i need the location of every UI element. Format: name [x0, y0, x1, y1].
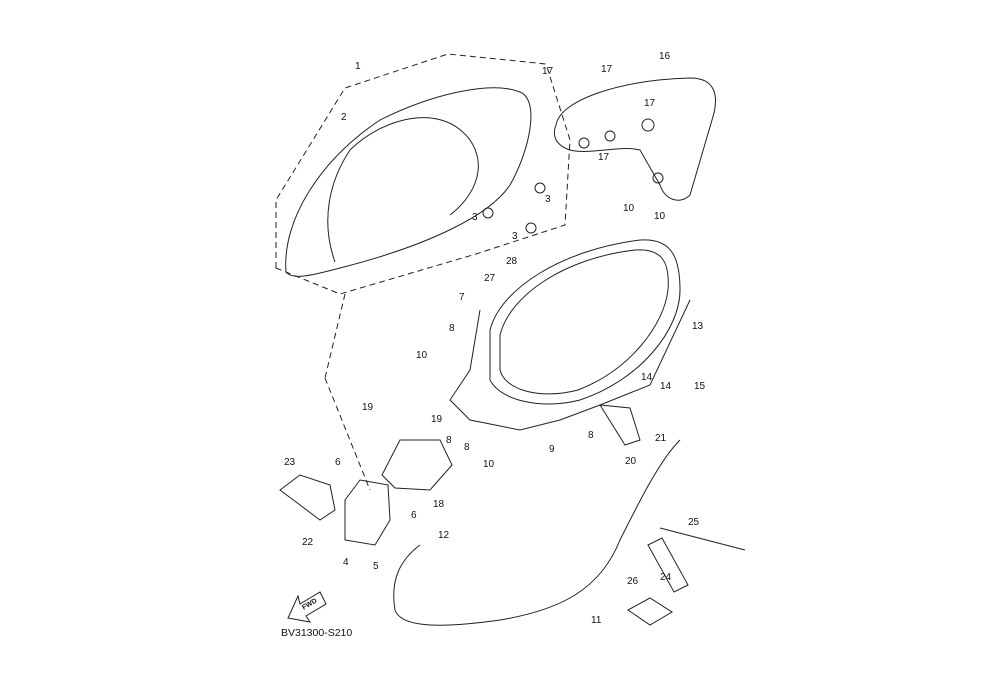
callout-8: 8 — [588, 430, 594, 441]
fwd-arrow-icon — [287, 591, 327, 623]
callout-2: 2 — [341, 112, 347, 123]
callout-14: 14 — [641, 372, 653, 383]
callout-6: 6 — [335, 457, 341, 468]
callout-19: 19 — [362, 402, 374, 413]
callout-20: 20 — [625, 456, 637, 467]
callout-4: 4 — [343, 557, 349, 568]
bolt-3 — [525, 222, 537, 234]
storage-box — [489, 239, 681, 405]
tool-handle — [659, 527, 746, 551]
callout-8: 8 — [449, 323, 455, 334]
bolt-17 — [604, 130, 616, 142]
seat-assembly-boundary — [275, 53, 571, 295]
seat-seam — [327, 117, 479, 263]
callout-3: 3 — [472, 212, 478, 223]
callout-26: 26 — [627, 576, 639, 587]
callout-27: 27 — [484, 273, 496, 284]
callout-28: 28 — [506, 256, 518, 267]
callout-15: 15 — [694, 381, 706, 392]
callout-13: 13 — [692, 321, 704, 332]
bolt-17 — [652, 172, 664, 184]
plate — [599, 404, 641, 446]
callout-17: 17 — [598, 152, 610, 163]
callout-17: 17 — [644, 98, 656, 109]
bolt-3 — [482, 207, 494, 219]
callout-8: 8 — [446, 435, 452, 446]
leader — [324, 377, 371, 491]
spark-plug-wrench — [647, 537, 689, 593]
bracket — [344, 479, 391, 546]
storage-box-frame — [449, 299, 691, 431]
storage-box-rim — [499, 249, 669, 395]
callout-17: 17 — [601, 64, 613, 75]
callout-3: 3 — [512, 231, 518, 242]
bolt-3 — [534, 182, 546, 194]
callout-16: 16 — [659, 51, 671, 62]
owners-manual — [627, 597, 673, 626]
callout-12: 12 — [438, 530, 450, 541]
diagram-code: BV31300-S210 — [281, 627, 353, 639]
callout-25: 25 — [688, 517, 700, 528]
callout-8: 8 — [464, 442, 470, 453]
bolt-17 — [641, 118, 655, 132]
callout-23: 23 — [284, 457, 296, 468]
callout-10: 10 — [654, 211, 666, 222]
callout-10: 10 — [416, 350, 428, 361]
callout-9: 9 — [549, 444, 555, 455]
seat-lock-cable — [393, 439, 681, 626]
callout-1: 1 — [355, 61, 361, 72]
callout-6: 6 — [411, 510, 417, 521]
callout-10: 10 — [623, 203, 635, 214]
flap — [279, 474, 336, 521]
callout-22: 22 — [302, 537, 314, 548]
callout-17: 17 — [542, 66, 554, 77]
callout-18: 18 — [433, 499, 445, 510]
grab-bar — [553, 77, 716, 201]
bolt-17 — [578, 137, 590, 149]
callout-14: 14 — [660, 381, 672, 392]
callout-11: 11 — [591, 615, 602, 626]
rear-cover — [381, 439, 453, 491]
callout-19: 19 — [431, 414, 443, 425]
leader — [324, 293, 346, 379]
callout-24: 24 — [660, 572, 672, 583]
callout-3: 3 — [545, 194, 551, 205]
callout-21: 21 — [655, 433, 667, 444]
callout-5: 5 — [373, 561, 379, 572]
callout-7: 7 — [459, 292, 465, 303]
callout-10: 10 — [483, 459, 495, 470]
seat — [285, 87, 532, 277]
